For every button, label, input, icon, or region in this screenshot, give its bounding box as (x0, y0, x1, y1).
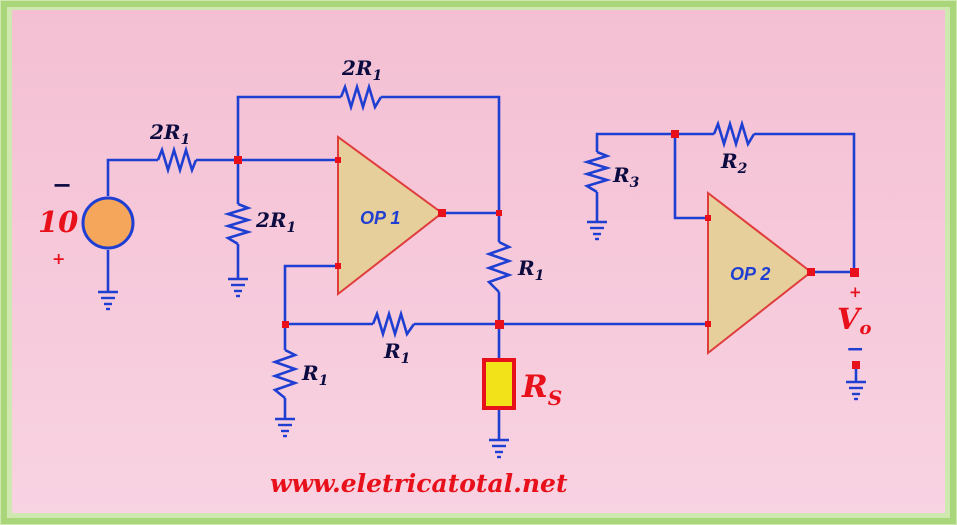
op2-plus-pin (705, 321, 711, 327)
junction-node (234, 156, 242, 164)
resistor-feedback-2r1 (339, 82, 383, 112)
junction-node (671, 130, 679, 138)
opamp-2-label: OP 2 (730, 264, 770, 284)
source-plus-sign: + (52, 249, 65, 268)
label-r2: R2 (720, 149, 748, 177)
ground-symbol (846, 380, 866, 401)
label-r3: R3 (612, 163, 640, 191)
label-feedback-2r1: 2R1 (341, 56, 382, 84)
wire-source-top (106, 158, 158, 196)
website-url[interactable]: www.eletricatotal.net (270, 469, 568, 498)
voltage-source (81, 196, 135, 250)
resistor-r3 (582, 150, 612, 194)
wire-feedback-right (381, 95, 501, 242)
wires (106, 95, 858, 440)
resistor-op1-out-r1 (485, 240, 513, 293)
resistor-r2 (712, 119, 756, 149)
opamp-2 (707, 190, 813, 356)
label-vo: Vo (837, 302, 872, 339)
vo-positive-terminal (850, 268, 859, 277)
wire-op2-feedback (754, 132, 856, 272)
vo-minus-sign: − (846, 336, 864, 362)
grounds (98, 220, 866, 459)
junction-node (495, 320, 504, 329)
op1-plus-pin (335, 157, 341, 163)
wire-feedback-left (236, 95, 341, 160)
ground-symbol (587, 220, 607, 241)
wire-r3-top (595, 132, 675, 152)
opamp-1 (337, 135, 444, 297)
label-op1-out-r1: R1 (517, 256, 544, 284)
source-value-label: 10 (38, 205, 78, 239)
resistors (156, 82, 756, 400)
junction-node (282, 321, 289, 328)
vo-plus-sign: + (849, 283, 862, 301)
label-left-ground-r1: R1 (301, 361, 328, 389)
ground-symbol (275, 417, 295, 438)
opamp-1-label: OP 1 (360, 208, 400, 228)
label-shunt-2r1: 2R1 (255, 208, 296, 236)
resistor-shunt-2r1 (223, 202, 253, 246)
diagram-panel (12, 10, 945, 513)
label-bottom-r1: R1 (383, 339, 410, 367)
resistor-input-2r1 (156, 145, 198, 175)
wire-op2-minus (673, 132, 714, 220)
source-minus-sign: − (52, 170, 72, 199)
resistor-bottom-r1 (371, 309, 416, 339)
op2-minus-pin (705, 215, 711, 221)
ground-symbol (98, 290, 118, 311)
ground-symbol (489, 438, 509, 459)
junction-nodes (234, 130, 860, 369)
op1-output-pin (438, 209, 446, 217)
ground-symbol (228, 277, 248, 298)
op2-output-pin (807, 268, 815, 276)
label-rs: RS (521, 369, 562, 410)
vo-negative-terminal (852, 361, 860, 369)
resistor-left-ground-r1 (271, 348, 299, 400)
junction-node (496, 210, 502, 216)
op1-minus-pin (335, 263, 341, 269)
label-input-2r1: 2R1 (149, 120, 190, 148)
load-resistor-rs (482, 358, 516, 410)
